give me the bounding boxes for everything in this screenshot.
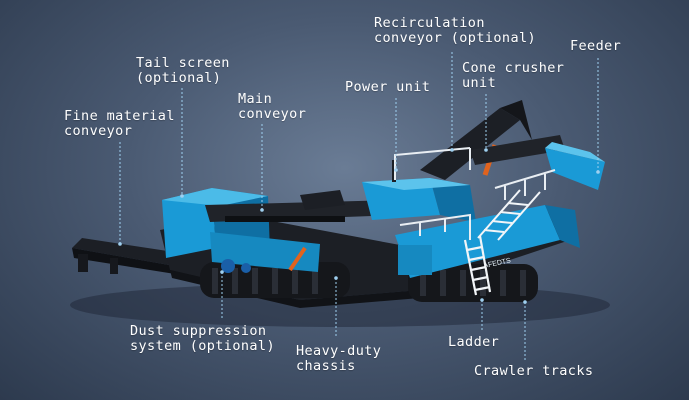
- staircase-shape: [477, 189, 541, 241]
- label-feeder: Feeder: [570, 38, 622, 54]
- label-fine-material-conveyor: Fine material conveyor: [64, 108, 175, 139]
- feeder-shape: [545, 142, 605, 190]
- label-cone-crusher: Cone crusher unit: [462, 60, 565, 91]
- label-main-conveyor: Main conveyor: [238, 91, 307, 122]
- label-power-unit: Power unit: [345, 79, 431, 95]
- label-tail-screen: Tail screen (optional): [136, 55, 230, 86]
- platform-railings: [394, 147, 556, 240]
- label-ladder: Ladder: [448, 334, 500, 350]
- label-heavy-duty-chassis: Heavy-duty chassis: [296, 343, 382, 374]
- ladder-shape: [463, 235, 492, 296]
- recirculation-conveyor-shape: [420, 100, 565, 180]
- lower-frame-panel: [210, 232, 320, 272]
- label-dust-suppression: Dust suppression system (optional): [130, 323, 275, 354]
- power-unit-shape: [362, 160, 476, 222]
- label-crawler-tracks: Crawler tracks: [474, 363, 594, 379]
- main-conveyor-shape: [205, 190, 400, 222]
- label-recirculation-conveyor: Recirculation conveyor (optional): [374, 15, 537, 46]
- leader-lines: [119, 52, 599, 360]
- crawler-tracks-shape: [200, 262, 538, 302]
- dust-suppression-shape: [221, 259, 251, 273]
- leader-dots: [118, 148, 600, 304]
